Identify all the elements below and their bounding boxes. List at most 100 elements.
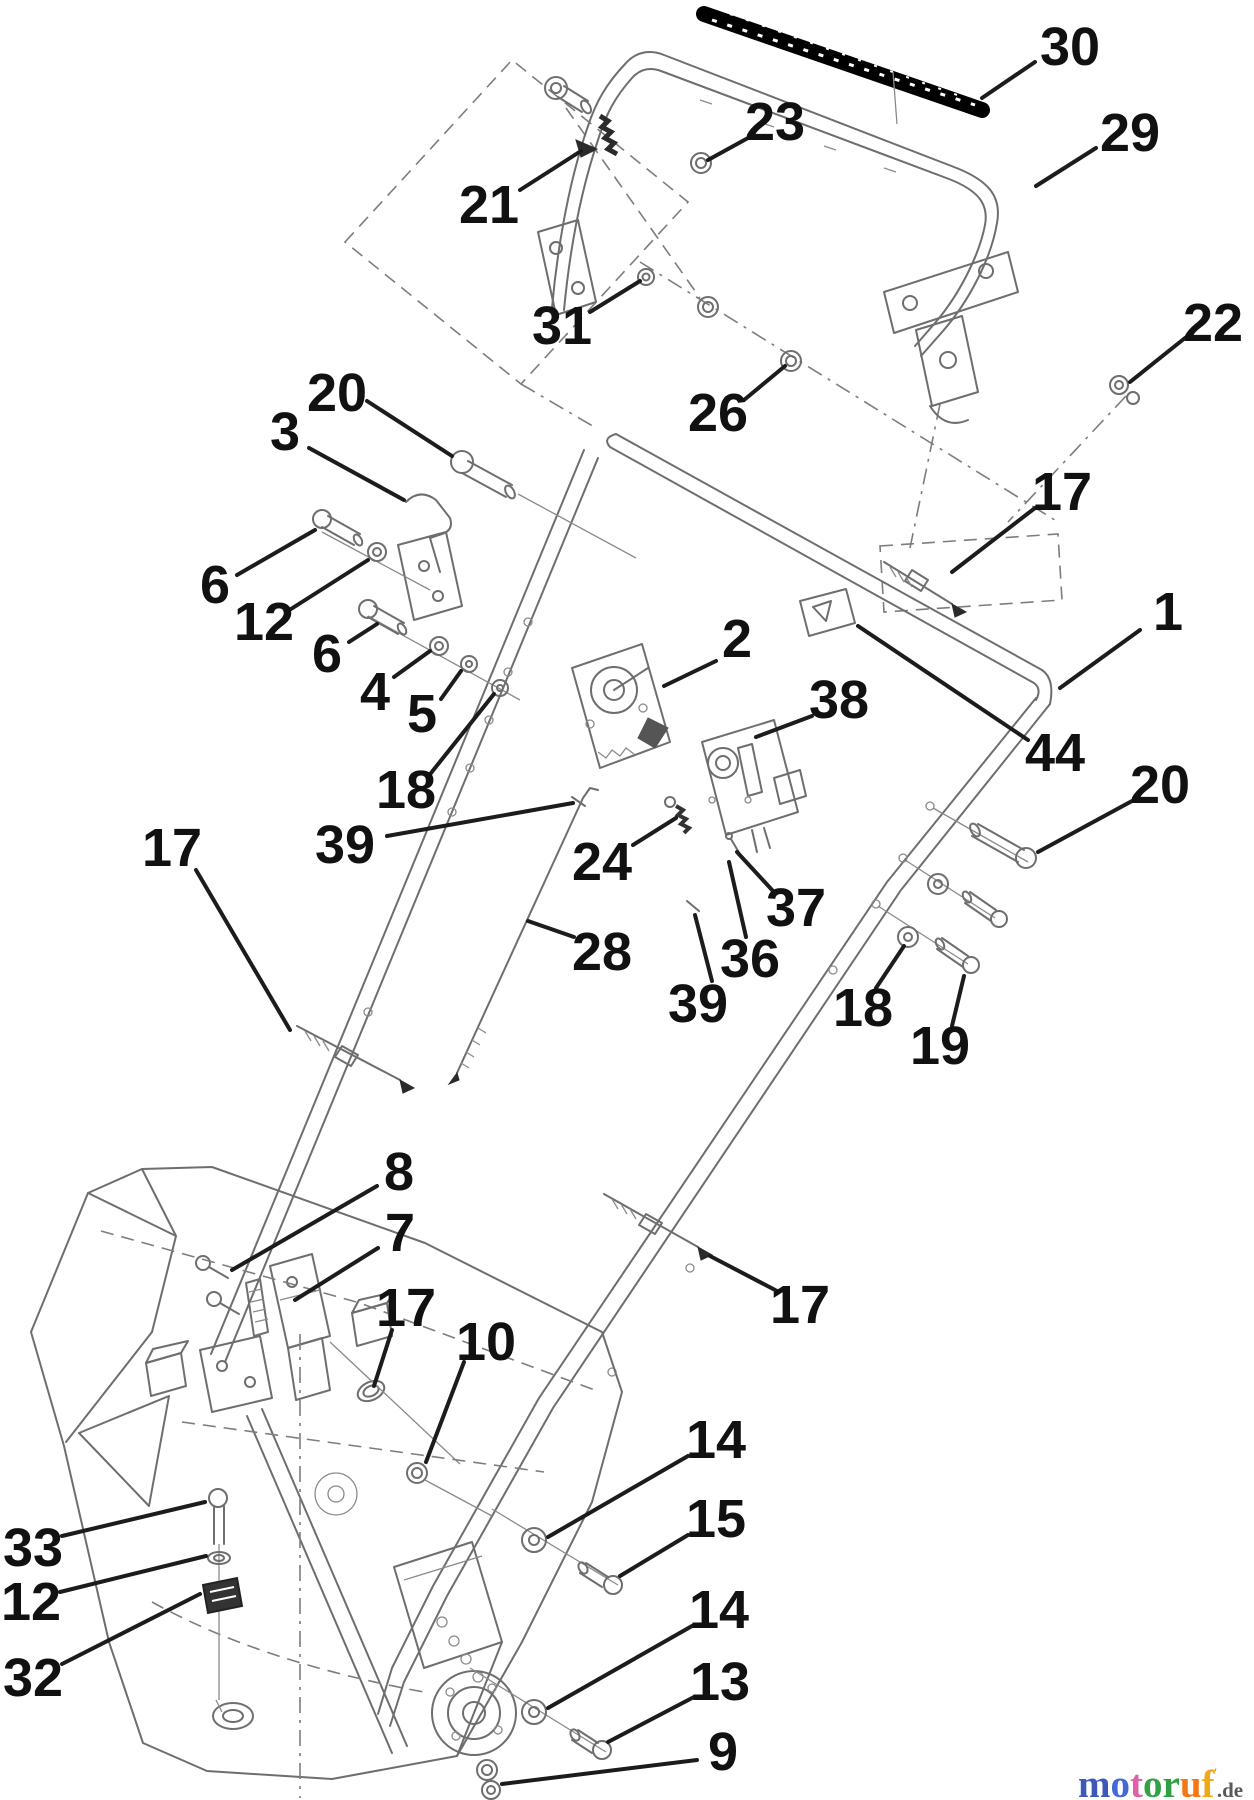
callout-label-7-31: 7 [385, 1203, 415, 1263]
right-hardware [877, 807, 1037, 974]
warning-triangle-icon [812, 600, 832, 622]
callout-leader-20-22 [1036, 799, 1134, 854]
callout-label-17-34: 17 [770, 1275, 830, 1335]
callout-leader-7-31 [293, 1246, 380, 1302]
callout-label-12-10: 12 [234, 592, 294, 652]
callout-leader-13-38 [606, 1695, 696, 1744]
flange-nut-23 [690, 152, 712, 174]
callout-label-6-9: 6 [200, 555, 230, 615]
callout-label-38-17: 38 [809, 670, 869, 730]
callout-label-6-11: 6 [312, 624, 342, 684]
callout-leader-1-20 [1058, 628, 1142, 690]
flange-nut-26 [780, 350, 802, 372]
callout-label-1-20: 1 [1153, 582, 1183, 642]
callout-label-22-6: 22 [1183, 293, 1243, 353]
lower-handle-tube [199, 433, 1053, 1754]
callout-leader-10-33 [424, 1360, 466, 1464]
spring-24 [664, 796, 693, 835]
callout-leader-17-32 [372, 1328, 394, 1388]
callout-label-36-25: 36 [720, 929, 780, 989]
callout-label-15-36: 15 [686, 1489, 746, 1549]
callout-leader-12-41 [58, 1554, 208, 1594]
callout-leader-23-2 [706, 136, 750, 162]
callout-label-26-5: 26 [688, 383, 748, 443]
callout-leader-26-5 [742, 364, 787, 402]
bushing-22 [1109, 375, 1140, 405]
cable-tie-crossbar [883, 561, 968, 618]
left-hardware [312, 450, 637, 701]
watermark-letter: m [1078, 1763, 1111, 1800]
upper-handle-bar [551, 50, 999, 357]
callout-leader-4-12 [392, 649, 432, 679]
callout-label-9-39: 9 [708, 1722, 738, 1782]
callout-leader-15-36 [618, 1533, 690, 1578]
callout-leader-30-0 [980, 60, 1037, 100]
callout-label-30-0: 30 [1040, 17, 1100, 77]
watermark-letter: o [1110, 1763, 1131, 1800]
callout-label-18-14: 18 [376, 760, 436, 820]
bail-control-bracket [701, 719, 807, 853]
callout-label-20-7: 20 [307, 363, 367, 423]
callout-leader-36-25 [727, 860, 748, 939]
callout-leader-33-40 [60, 1500, 207, 1538]
callout-leader-6-9 [235, 528, 317, 577]
callout-label-4-12: 4 [360, 662, 390, 722]
callout-label-32-42: 32 [3, 1648, 63, 1708]
cable-tie-right-tube [603, 1193, 714, 1261]
flange-nut-10 [406, 1462, 493, 1517]
callout-leader-17-19 [950, 506, 1037, 574]
deck-clip-hardware [201, 1488, 244, 1713]
callout-label-31-4: 31 [532, 296, 592, 356]
handle-mount-bracket-left [537, 219, 719, 318]
watermark-letters: motoruf [1078, 1763, 1215, 1800]
callout-label-13-38: 13 [690, 1652, 750, 1712]
watermark-letter: o [1143, 1763, 1163, 1800]
callout-label-14-37: 14 [689, 1580, 749, 1640]
cotter-pin-39-upper [571, 796, 586, 807]
callout-label-17-29: 17 [142, 818, 202, 878]
callout-leader-17-34 [708, 1254, 779, 1293]
callout-leader-2-16 [662, 659, 718, 688]
callout-label-12-41: 12 [1, 1572, 61, 1632]
brake-rod [447, 787, 599, 1086]
callout-leader-31-4 [588, 279, 642, 314]
callout-leader-14-37 [546, 1624, 694, 1710]
callout-leader-24-18 [631, 816, 678, 847]
watermark-suffix: .de [1216, 1778, 1244, 1800]
callout-leader-12-10 [289, 558, 370, 611]
callout-leader-8-30 [230, 1184, 379, 1272]
callout-leader-20-7 [365, 399, 454, 458]
cotter-pin-39-lower [686, 900, 700, 912]
callout-leader-6-11 [347, 622, 379, 644]
callout-leader-17-29 [194, 868, 292, 1032]
callout-leader-14-35 [546, 1454, 690, 1539]
decal-strip [696, 6, 990, 125]
cable-guide-bracket-7 [245, 1253, 461, 1465]
handle-mount-bracket-right [883, 251, 1019, 424]
watermark-logo: motoruf'.de [1078, 1752, 1254, 1800]
callout-leader-5-13 [439, 669, 463, 701]
callout-label-14-35: 14 [686, 1410, 746, 1470]
callout-label-10-33: 10 [456, 1312, 516, 1372]
callout-leader-32-42 [60, 1592, 202, 1666]
watermark-letter: u [1179, 1763, 1202, 1800]
watermark-letter: t [1130, 1763, 1143, 1800]
callout-label-2-16: 2 [722, 609, 752, 669]
mower-deck [30, 1166, 623, 1798]
callout-leader-39-15 [385, 801, 575, 838]
callout-label-3-8: 3 [270, 402, 300, 462]
callout-label-18-27: 18 [833, 978, 893, 1038]
callout-label-17-32: 17 [376, 1278, 436, 1338]
handle-mount-and-hub [393, 1541, 517, 1757]
callout-label-17-19: 17 [1032, 462, 1092, 522]
callout-leader-39-26 [693, 913, 714, 983]
callout-leader-3-8 [307, 446, 406, 502]
callout-label-20-22: 20 [1130, 755, 1190, 815]
callout-label-28-23: 28 [572, 922, 632, 982]
callout-leader-37-24 [735, 850, 775, 893]
callout-leaders [58, 60, 1187, 1786]
warning-decal [799, 588, 856, 637]
